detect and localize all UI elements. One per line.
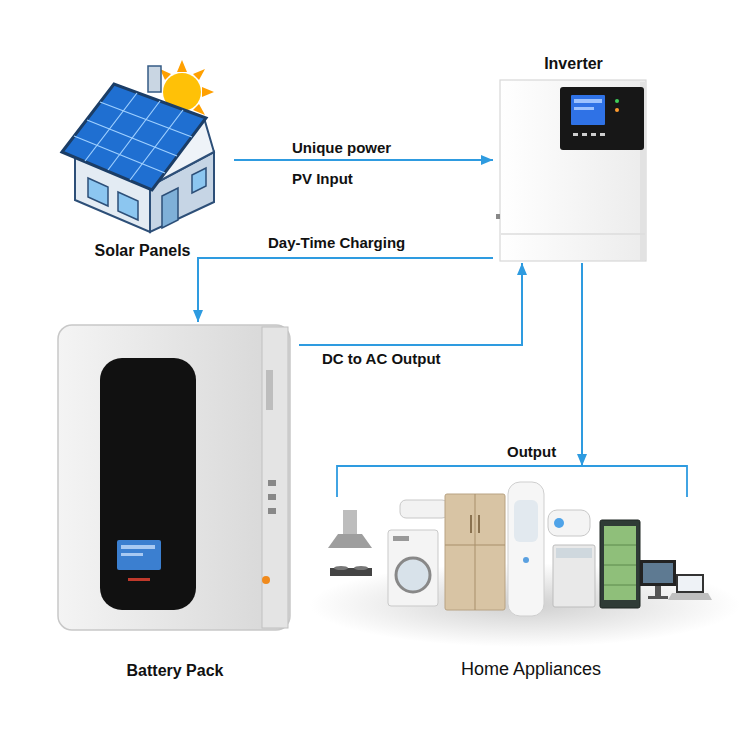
flow-arrow — [299, 263, 522, 345]
air-conditioner-tower — [508, 482, 544, 616]
monitor — [640, 560, 676, 599]
battery-pack-icon — [58, 325, 290, 630]
refrigerator — [445, 494, 505, 610]
house-window — [88, 168, 206, 220]
flow-arrow — [198, 258, 493, 322]
chimney — [148, 66, 161, 92]
house-door — [162, 188, 178, 228]
home-appliances-icon — [310, 482, 740, 647]
connector-label: DC to AC Output — [322, 350, 441, 367]
display-fridge — [600, 520, 640, 608]
illustration-node: Home Appliances — [316, 466, 746, 680]
node-label: Home Appliances — [316, 659, 746, 680]
inverter-icon — [496, 80, 646, 261]
panel-grid — [74, 93, 192, 180]
connector-label: Day-Time Charging — [268, 234, 405, 251]
free-label: PV Input — [292, 170, 353, 187]
water-heater — [548, 510, 590, 536]
laptop — [668, 574, 712, 600]
flow-arrow — [234, 159, 493, 161]
connector-label: Output — [507, 443, 556, 460]
flow-arrow — [581, 263, 583, 466]
illustration-node: Solar Panels — [51, 60, 234, 260]
top-load-washer — [553, 545, 595, 607]
node-label: Battery Pack — [51, 662, 299, 680]
connector-label: Unique power — [292, 139, 391, 156]
output-bracket — [337, 466, 687, 497]
illustration-node: Battery Pack — [51, 322, 299, 680]
solar-house-icon — [62, 60, 214, 232]
air-conditioner-wall — [400, 500, 448, 518]
node-label: Solar Panels — [51, 242, 234, 260]
washing-machine — [388, 530, 438, 606]
range-hood — [328, 510, 372, 576]
solar-panel-roof — [62, 84, 206, 190]
node-label: Inverter — [493, 55, 654, 73]
illustration-node: Inverter — [493, 55, 654, 263]
